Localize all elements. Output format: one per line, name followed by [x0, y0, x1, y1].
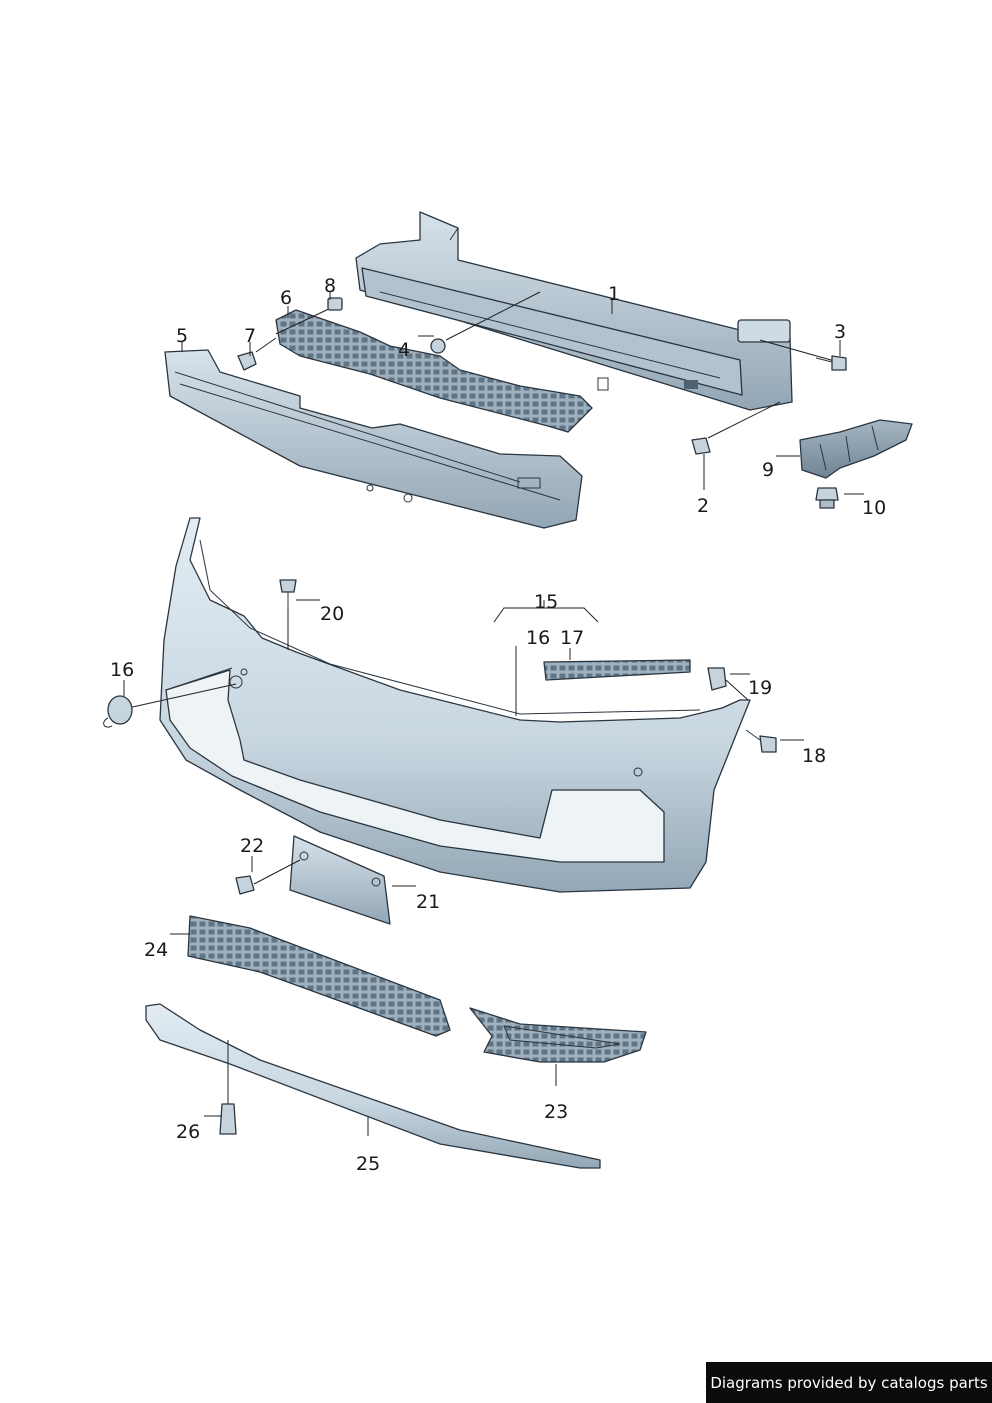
energy-absorber [164, 349, 583, 529]
credit-banner: Diagrams provided by catalogs parts [706, 1362, 992, 1403]
callout-15: 15 [534, 591, 558, 613]
clip-8 [275, 297, 343, 335]
callout-labels: 1 2 3 4 5 6 7 8 9 10 15 16 17 19 18 20 1… [110, 275, 886, 1175]
callout-18: 18 [802, 745, 826, 767]
callout-8: 8 [324, 275, 336, 297]
tow-eye-cap [103, 683, 237, 728]
screw-26 [219, 1040, 237, 1135]
callout-21: 21 [416, 891, 440, 913]
lower-grille [187, 915, 451, 1037]
callout-24: 24 [144, 939, 168, 961]
grille-guide [275, 309, 593, 433]
side-bracket [799, 419, 913, 479]
callout-25: 25 [356, 1153, 380, 1175]
callout-2: 2 [697, 495, 709, 517]
callout-26: 26 [176, 1121, 200, 1143]
callout-4: 4 [398, 339, 410, 361]
side-grille [469, 1007, 647, 1063]
nut-10 [815, 487, 839, 509]
spoiler-lip [145, 1003, 601, 1169]
rivet-22 [235, 859, 301, 895]
credit-text: Diagrams provided by catalogs parts [710, 1373, 988, 1392]
bumper-cover [159, 517, 751, 893]
callout-19: 19 [748, 677, 772, 699]
reinforcement-beam [355, 211, 793, 411]
bolt-3 [759, 339, 847, 371]
license-plate-bracket [289, 835, 391, 925]
callout-17: 17 [560, 627, 584, 649]
callout-3: 3 [834, 321, 846, 343]
callout-5: 5 [176, 325, 188, 347]
callout-7: 7 [244, 325, 256, 347]
callout-16-left: 16 [110, 659, 134, 681]
bolt-2 [691, 401, 781, 455]
callout-22: 22 [240, 835, 264, 857]
screw-7 [237, 337, 277, 371]
callout-1: 1 [608, 283, 620, 305]
callout-10: 10 [862, 497, 886, 519]
callout-6: 6 [280, 287, 292, 309]
clip-19 [707, 667, 749, 701]
leader-lines [123, 292, 864, 1136]
screw-18 [745, 729, 777, 753]
callout-20: 20 [320, 603, 344, 625]
callout-16-top: 16 [526, 627, 550, 649]
callout-9: 9 [762, 459, 774, 481]
screw-20 [279, 579, 297, 650]
trim-strip [543, 659, 691, 681]
callout-23: 23 [544, 1101, 568, 1123]
nut-4 [430, 291, 541, 354]
